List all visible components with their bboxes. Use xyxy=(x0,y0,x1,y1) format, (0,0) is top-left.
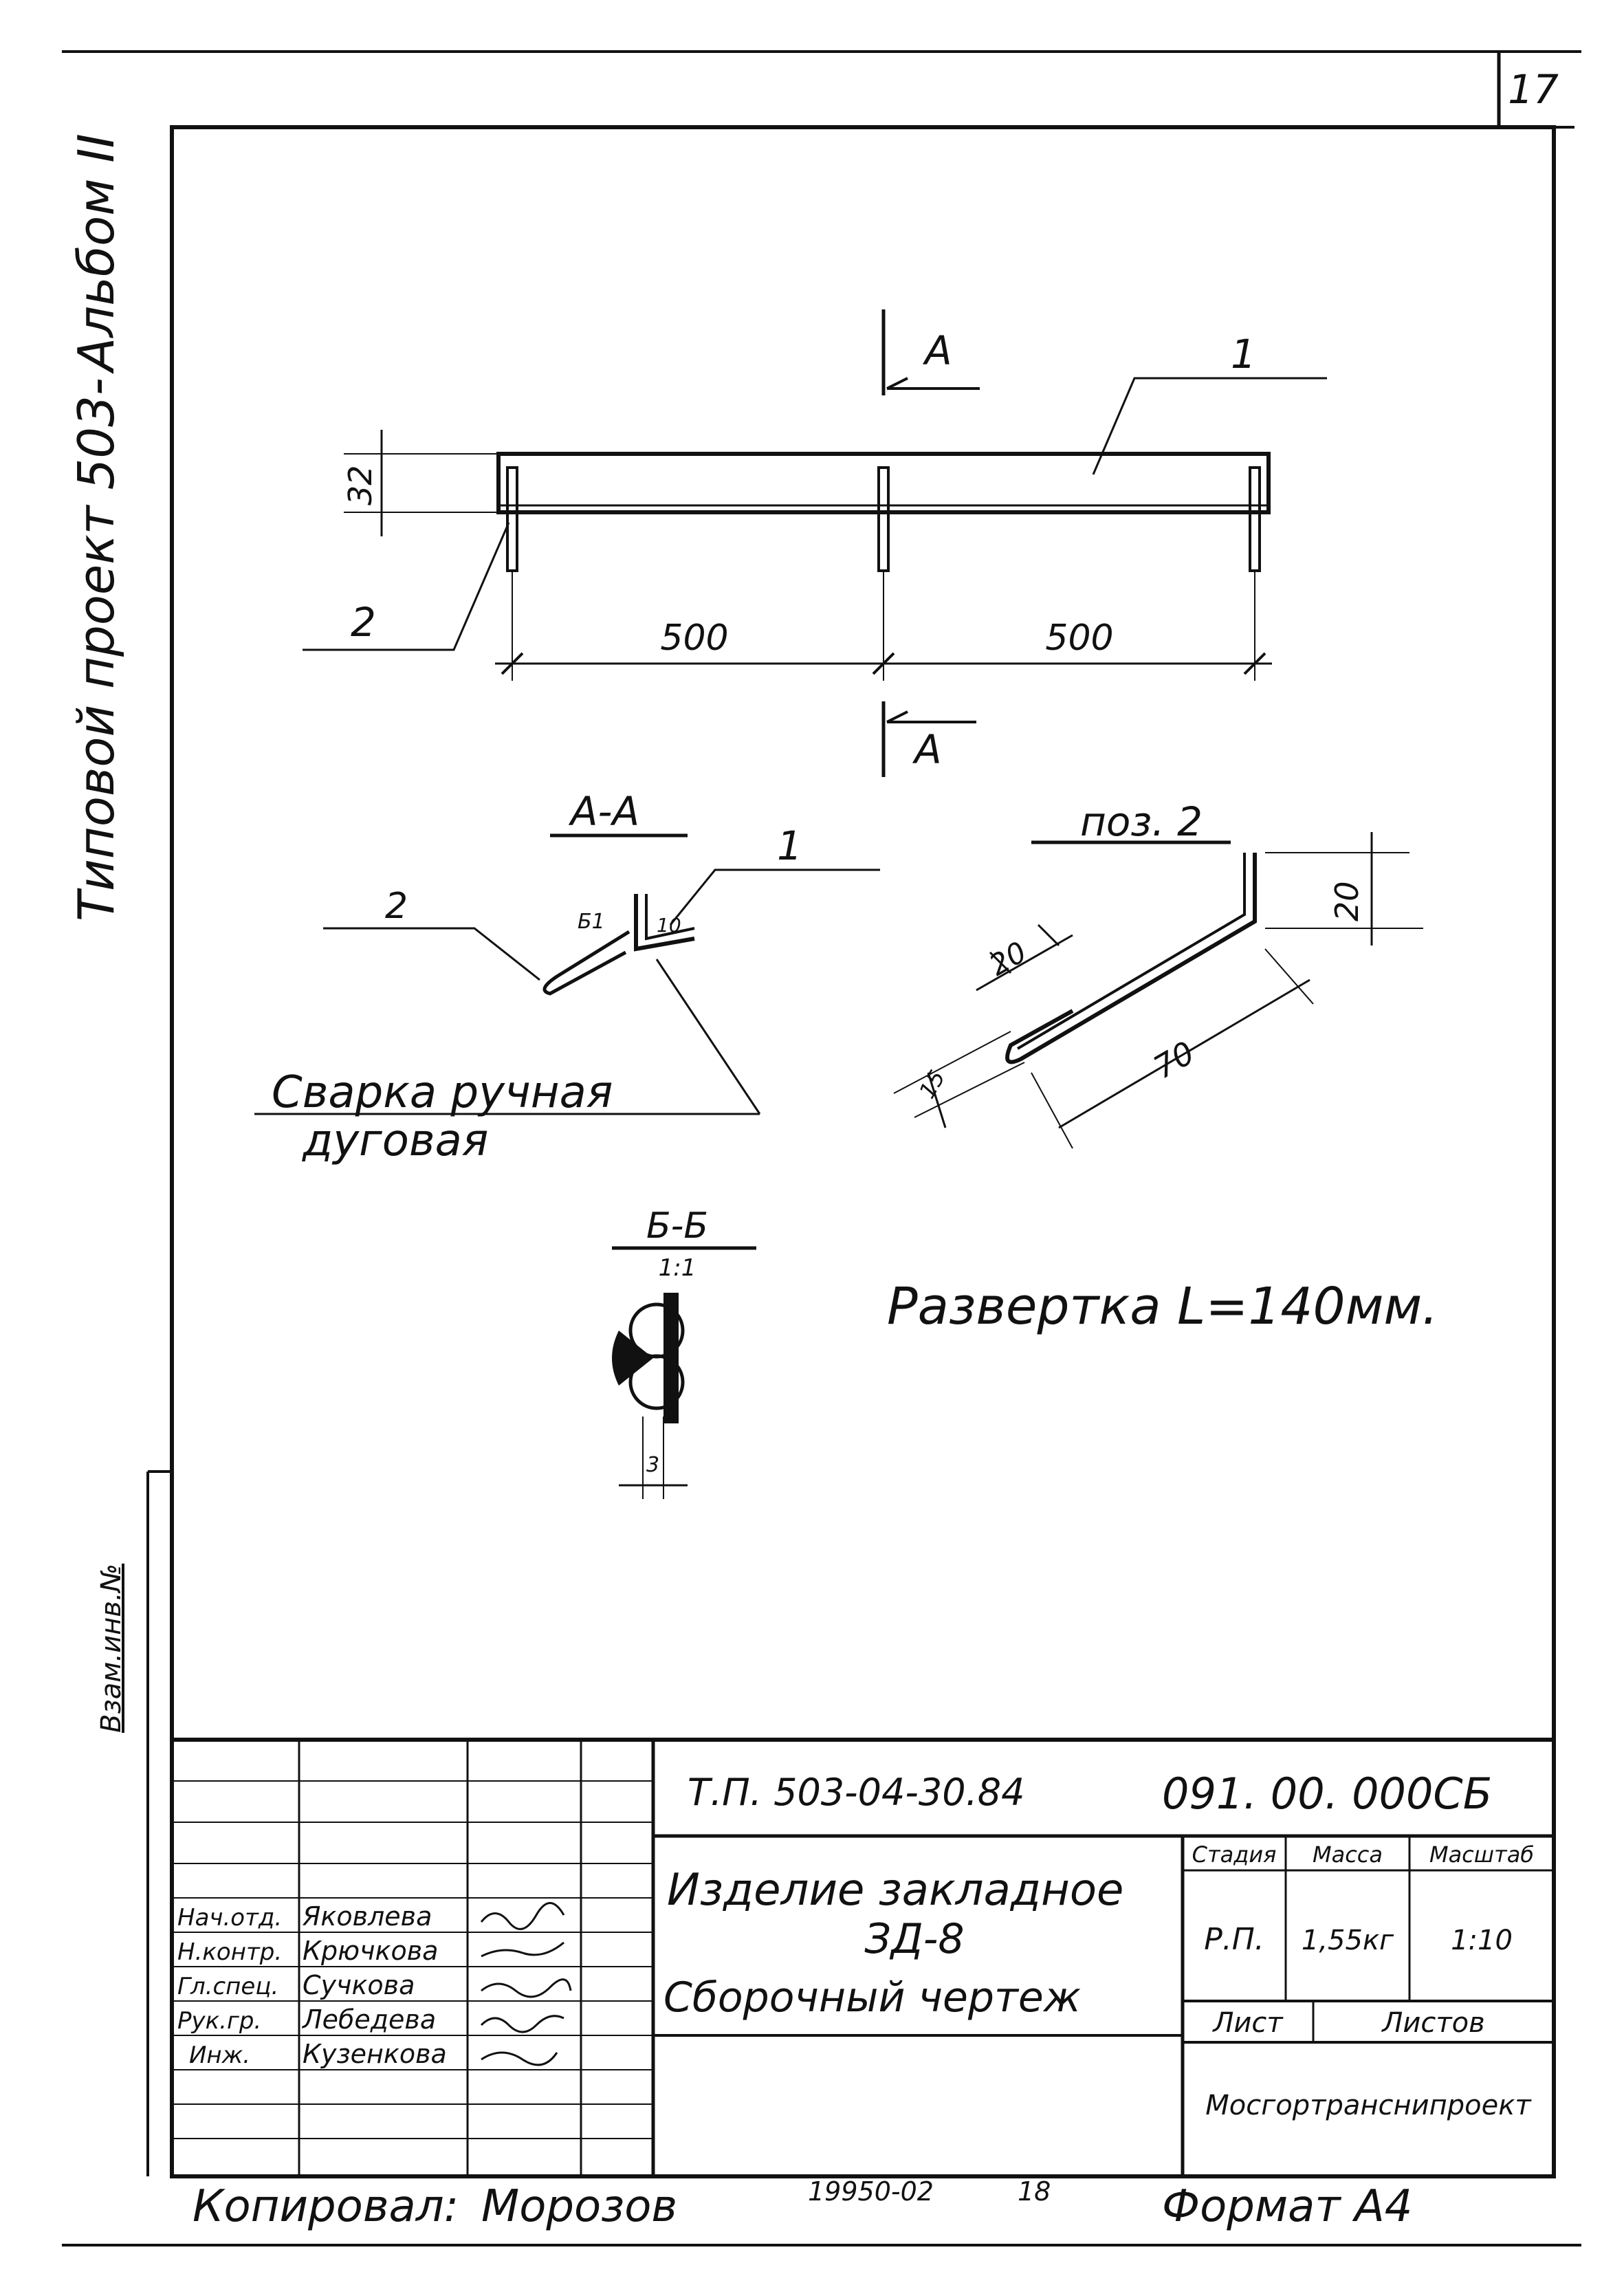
project-code: Т.П. 503-04-30.84 xyxy=(688,1771,1024,1814)
section-aa: А-А Б1 10 2 1 xyxy=(323,788,880,1115)
dim-left: 500 xyxy=(660,617,728,659)
copied-label: Копировал: xyxy=(193,2181,459,2232)
pos2-detail: поз. 2 20 20 70 15 xyxy=(893,798,1423,1149)
page-frame xyxy=(62,50,1581,2246)
weld-note-line1: Сварка ручная xyxy=(272,1067,613,1118)
signature-role: Нач.отд. xyxy=(177,1904,282,1932)
document-code: 091. 00. 000СБ xyxy=(1162,1769,1492,1819)
signature-name: Сучкова xyxy=(303,1970,415,2000)
side-stamp-vzam: Взам.инв.№ xyxy=(96,1564,127,1733)
name-line2: ЗД-8 xyxy=(864,1915,964,1963)
order-number: 19950-02 xyxy=(808,2176,934,2207)
copied-name: Морозов xyxy=(481,2181,677,2232)
scale-header: Масштаб xyxy=(1429,1841,1534,1868)
section-bb-dim: 3 xyxy=(646,1453,659,1477)
side-stamp: Типовой проект 503- Альбом II xyxy=(67,133,125,921)
section-bb: Б-Б 1:1 3 xyxy=(612,1205,756,1499)
side-stamp-vzam-text: Взам.инв.№ xyxy=(96,1564,127,1733)
signature-role: Н.контр. xyxy=(177,1938,282,1966)
pos2-dim-hook: 20 xyxy=(984,934,1033,982)
name-line3: Сборочный чертеж xyxy=(663,1974,1081,2022)
stage-value: Р.П. xyxy=(1204,1922,1264,1957)
anchor-left xyxy=(506,466,518,572)
pos2-title: поз. 2 xyxy=(1080,798,1203,845)
organization: Мосгортранснипроект xyxy=(1205,2090,1532,2121)
section-aa-pos-2: 2 xyxy=(385,886,408,927)
signature-name: Кузенкова xyxy=(303,2039,447,2069)
footer: Копировал: Морозов 19950-02 18 Формат А4 xyxy=(193,2176,1413,2232)
signature-name: Лебедева xyxy=(301,2004,436,2035)
pos-1-label: 1 xyxy=(1231,331,1256,378)
pos2-dim-top: 20 xyxy=(1328,881,1365,921)
dim-right: 500 xyxy=(1045,617,1113,659)
anchor-middle xyxy=(877,466,890,572)
signature-name: Яковлева xyxy=(302,1901,432,1932)
signature-role: Рук.гр. xyxy=(177,2007,261,2035)
section-bb-scale: 1:1 xyxy=(659,1254,696,1282)
signature-name: Крючкова xyxy=(303,1936,438,1966)
section-aa-title: А-А xyxy=(568,788,639,835)
name-line1: Изделие закладное xyxy=(667,1865,1123,1916)
plate-outline xyxy=(496,452,1271,514)
section-mark-bottom: А xyxy=(912,726,942,773)
main-view: 32 500 500 А А 1 2 xyxy=(303,309,1327,777)
signature-role: Инж. xyxy=(189,2042,250,2069)
anchor-right xyxy=(1249,466,1261,572)
signature-role: Гл.спец. xyxy=(177,1973,278,2000)
pos2-dim-long: 70 xyxy=(1148,1034,1201,1086)
weld-note-line2: дуговая xyxy=(302,1115,488,1166)
stage-header: Стадия xyxy=(1192,1841,1277,1868)
mass-value: 1,55кг xyxy=(1302,1925,1394,1956)
plate-section xyxy=(663,1293,679,1423)
development-note: Развертка L=140мм. xyxy=(887,1277,1438,1336)
sheet-seq: 18 xyxy=(1018,2176,1051,2207)
signature-scribbles xyxy=(480,1902,572,2066)
section-mark-top: А xyxy=(922,327,952,374)
sheet-label: Лист xyxy=(1211,2007,1284,2039)
side-stamp-line1: Альбом II xyxy=(67,133,125,374)
weld-mark-1: Б1 xyxy=(578,910,605,934)
section-bb-title: Б-Б xyxy=(646,1205,708,1247)
pos-2-label: 2 xyxy=(351,599,376,646)
dim-height: 32 xyxy=(342,465,379,505)
pos2-dim-side: 15 xyxy=(914,1066,950,1103)
side-stamp-line2: Типовой проект 503- xyxy=(67,378,125,921)
section-aa-pos-1: 1 xyxy=(777,822,802,869)
weld-note: Сварка ручная дуговая xyxy=(254,1067,760,1166)
scale-value: 1:10 xyxy=(1451,1925,1513,1956)
sheets-label: Листов xyxy=(1381,2007,1484,2039)
page-number: 17 xyxy=(1508,66,1559,113)
title-block: Т.П. 503-04-30.84 091. 00. 000СБ Изделие… xyxy=(172,1738,1554,2176)
format-label: Формат А4 xyxy=(1162,2181,1413,2232)
mass-header: Масса xyxy=(1313,1841,1383,1868)
